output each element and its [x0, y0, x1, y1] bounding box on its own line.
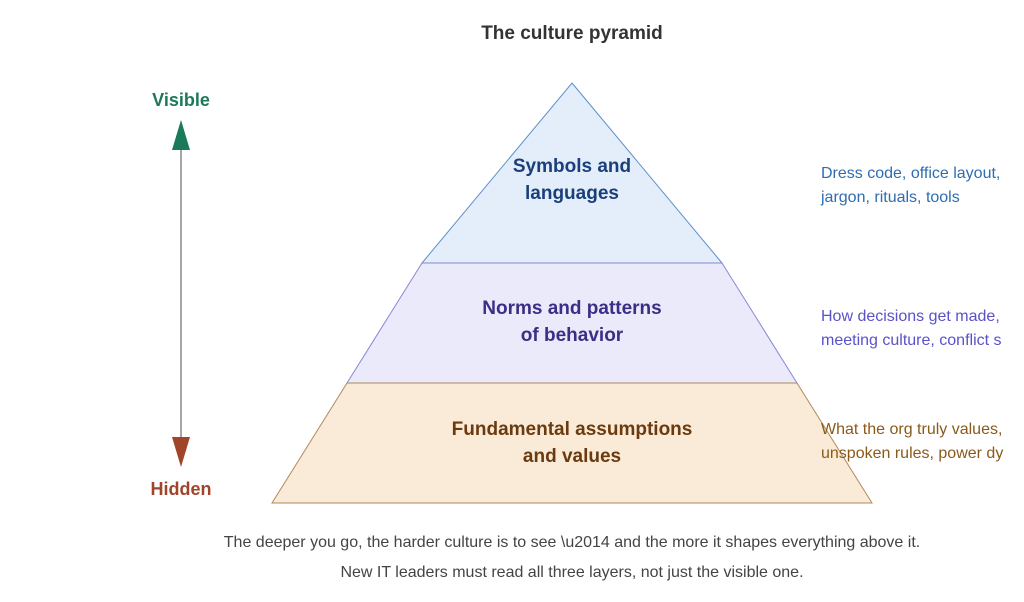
caption-line-1: The deeper you go, the harder culture is… [223, 534, 921, 551]
layer-symbols-note-line2: jargon, rituals, tools [821, 189, 960, 206]
layer-norms-note: How decisions get made, meeting culture,… [821, 305, 1002, 353]
layer-assumptions-note-line1: What the org truly values, [821, 421, 1003, 438]
arrow-down-icon [172, 437, 190, 467]
layer-symbols-label-line2: languages [525, 183, 619, 204]
caption-line-2: New IT leaders must read all three layer… [340, 564, 804, 581]
arrow-up-icon [172, 120, 190, 150]
layer-norms-note-line1: How decisions get made, [821, 308, 1000, 325]
layer-assumptions-label-line2: and values [522, 446, 622, 467]
layer-symbols-note: Dress code, office layout, jargon, ritua… [821, 162, 1000, 210]
layer-norms-note-line2: meeting culture, conflict s [821, 332, 1002, 349]
hidden-label: Hidden [150, 479, 212, 499]
diagram-title: The culture pyramid [481, 23, 663, 44]
layer-norms-label-line1: Norms and patterns [482, 298, 662, 319]
layer-assumptions-note-line2: unspoken rules, power dy [821, 445, 1004, 462]
layer-assumptions-note: What the org truly values, unspoken rule… [821, 418, 1003, 466]
layer-norms-label: Norms and patterns of behavior [422, 295, 722, 349]
layer-symbols-label: Symbols and languages [472, 153, 672, 207]
layer-norms-label-line2: of behavior [520, 325, 624, 346]
visible-label: Visible [152, 90, 210, 110]
layer-symbols-note-line1: Dress code, office layout, [821, 165, 1001, 182]
layer-assumptions-label-line1: Fundamental assumptions [451, 419, 693, 440]
layer-assumptions-label: Fundamental assumptions and values [397, 416, 747, 470]
layer-assumptions-shape [271, 382, 873, 504]
layer-symbols-label-line1: Symbols and [512, 156, 632, 177]
